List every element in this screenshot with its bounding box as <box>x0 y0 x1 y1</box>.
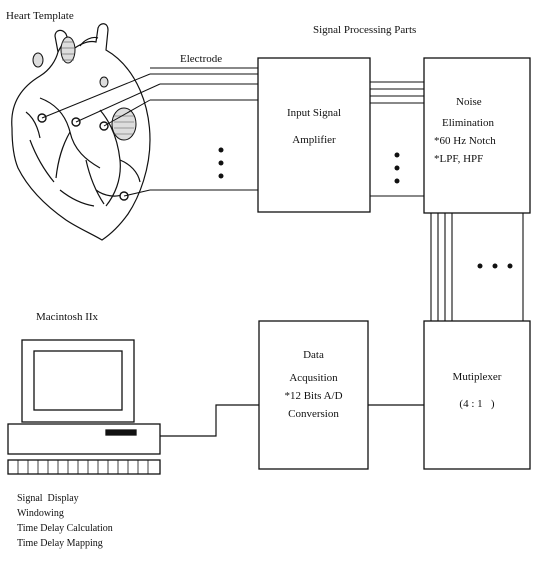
amplifier-line: Input Signal <box>258 107 370 120</box>
electrode-patches <box>33 37 136 140</box>
noise-elimination-text: Noise Elimination *60 Hz Notch *LPF, HPF <box>434 96 528 166</box>
wire-bus-heart-to-amp <box>150 68 258 190</box>
daq-line: Conversion <box>259 408 368 421</box>
disk-slot <box>106 430 136 435</box>
noise-line: Elimination <box>434 117 528 130</box>
mux-line: (4 : 1 ) <box>424 398 530 411</box>
signal-processing-parts-label: Signal Processing Parts <box>313 24 416 37</box>
amplifier-text: Input Signal Amplifier <box>258 107 370 147</box>
function-item: Signal Display <box>17 491 113 506</box>
function-item: Windowing <box>17 506 113 521</box>
electrode-wires <box>42 74 160 196</box>
noise-line: *60 Hz Notch <box>434 135 528 148</box>
noise-line: *LPF, HPF <box>434 153 528 166</box>
noise-line: Noise <box>434 96 528 109</box>
function-item: Time Delay Calculation <box>17 521 113 536</box>
daq-line: Data <box>259 349 368 362</box>
daq-line: Acqusition <box>259 372 368 385</box>
daq-line: *12 Bits A/D <box>259 390 368 403</box>
computer-case <box>8 424 160 454</box>
function-item: Time Delay Mapping <box>17 536 113 551</box>
keyboard <box>8 460 160 474</box>
software-functions-list: Signal Display Windowing Time Delay Calc… <box>17 491 113 551</box>
mux-line: Mutiplexer <box>424 371 530 384</box>
monitor-screen <box>34 351 122 410</box>
macintosh-computer <box>8 340 160 474</box>
macintosh-label: Macintosh IIx <box>36 311 98 324</box>
electrode-patch <box>100 77 108 87</box>
electrode-label: Electrode <box>180 53 222 66</box>
electrode-patch <box>61 37 75 63</box>
data-acquisition-text: Data Acqusition *12 Bits A/D Conversion <box>259 349 368 421</box>
heart-template-label: Heart Template <box>6 10 74 23</box>
link-daq-to-computer <box>160 405 259 436</box>
amplifier-line: Amplifier <box>258 134 370 147</box>
electrode-patch <box>33 53 43 67</box>
multiplexer-text: Mutiplexer (4 : 1 ) <box>424 371 530 411</box>
electrode-patch <box>112 108 136 140</box>
